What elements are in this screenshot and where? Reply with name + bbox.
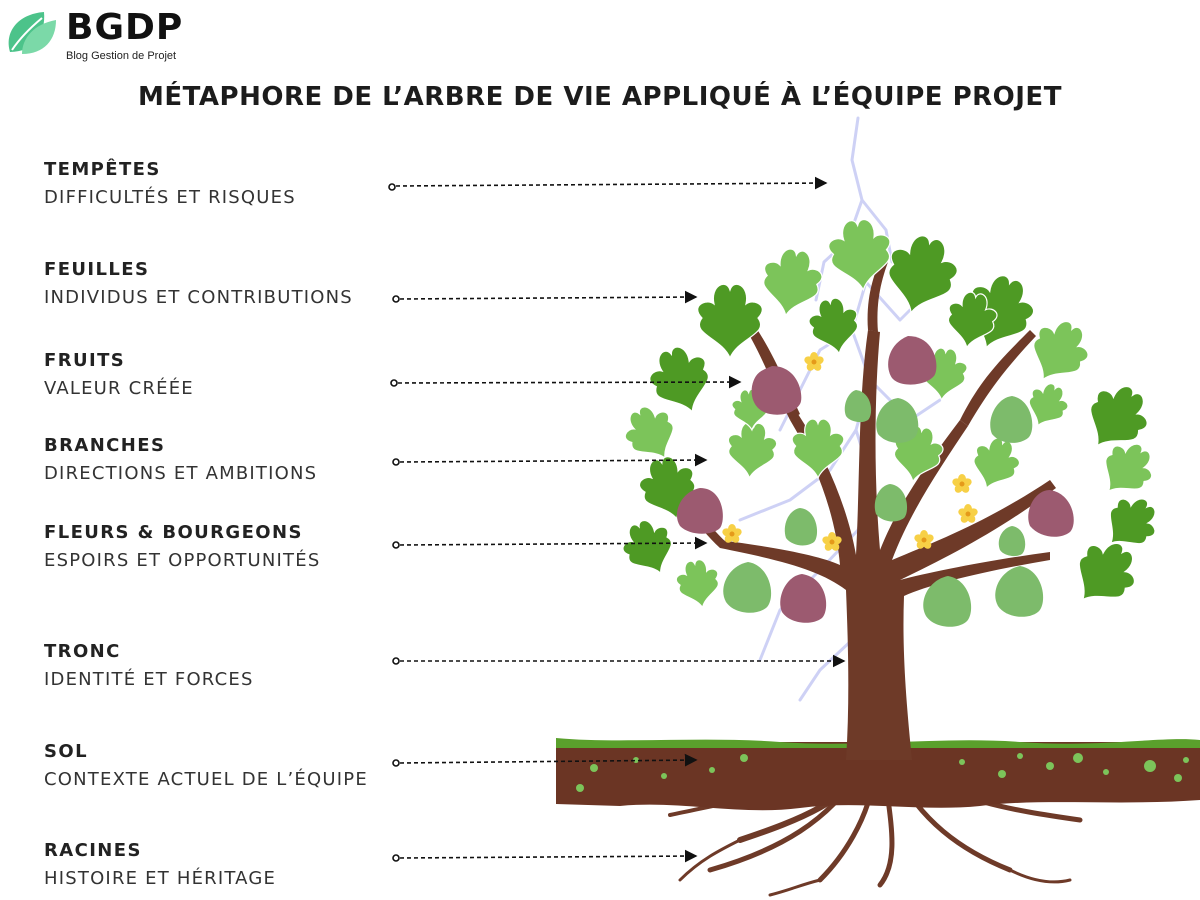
fig-leaf	[888, 235, 958, 315]
label-desc: CONTEXTE ACTUEL DE L’ÉQUIPE	[44, 769, 368, 790]
arrow-origin-dot	[392, 295, 400, 303]
label-name: FEUILLES	[44, 259, 150, 280]
label-name: RACINES	[44, 840, 142, 861]
fig-purple	[751, 366, 802, 415]
fig-leaf	[948, 291, 998, 350]
fig-leaf	[828, 218, 891, 292]
flower-bud	[914, 530, 934, 549]
fig-leaf	[808, 297, 858, 356]
fig-leaf	[1105, 443, 1153, 493]
tree-fruits	[676, 336, 1074, 627]
soil-dots	[576, 753, 1189, 792]
fig-purple	[780, 574, 827, 623]
fig-leaf	[697, 283, 763, 360]
flower-bud	[952, 474, 972, 493]
brand-tagline: Blog Gestion de Projet	[66, 50, 177, 62]
arrow-racines	[399, 849, 698, 863]
fig-green	[998, 526, 1026, 557]
label-desc: DIFFICULTÉS ET RISQUES	[44, 187, 296, 208]
arrow-fruits	[397, 375, 742, 389]
label-racines: RACINES HISTOIRE ET HÉRITAGE	[44, 837, 404, 893]
fig-green	[923, 576, 972, 627]
fig-leaf	[675, 559, 719, 610]
flower-bud	[722, 524, 742, 543]
arrow-branches	[399, 453, 708, 467]
fig-green	[874, 484, 908, 522]
fig-purple	[1028, 490, 1074, 537]
leaf-logo-icon	[8, 12, 56, 54]
arrow-fleurs	[399, 536, 708, 550]
pointer-arrows	[388, 176, 846, 863]
fig-leaf	[1033, 320, 1089, 381]
arrow-origin-dot	[392, 541, 400, 549]
fig-green	[876, 398, 919, 443]
label-sol: SOL CONTEXTE ACTUEL DE L’ÉQUIPE	[44, 738, 404, 794]
label-name: TEMPÊTES	[44, 159, 161, 180]
flower-bud	[804, 352, 824, 371]
fig-purple	[676, 488, 723, 534]
label-desc: HISTOIRE ET HÉRITAGE	[44, 868, 277, 889]
label-fleurs-bourgeons: FLEURS & BOURGEONS ESPOIRS ET OPPORTUNIT…	[44, 519, 404, 575]
label-name: BRANCHES	[44, 435, 166, 456]
arrow-origin-dot	[388, 183, 396, 191]
fig-leaf	[649, 346, 709, 414]
arrow-tempetes	[395, 176, 828, 190]
label-branches: BRANCHES DIRECTIONS ET AMBITIONS	[44, 432, 404, 488]
fig-leaf	[1028, 383, 1069, 428]
fig-leaf	[624, 406, 674, 460]
fig-green	[723, 562, 772, 613]
label-desc: INDIVIDUS ET CONTRIBUTIONS	[44, 287, 353, 308]
fig-leaf	[622, 519, 673, 575]
fig-purple	[888, 336, 937, 385]
soil-strip	[556, 742, 1200, 811]
brand-logo: BGDP Blog Gestion de Projet	[4, 6, 204, 62]
arrow-origin-dot	[392, 759, 400, 767]
fig-green	[784, 508, 818, 546]
label-desc: DIRECTIONS ET AMBITIONS	[44, 463, 318, 484]
label-desc: IDENTITÉ ET FORCES	[44, 669, 254, 690]
label-tempetes: TEMPÊTES DIFFICULTÉS ET RISQUES	[44, 156, 404, 212]
arrow-origin-dot	[392, 657, 400, 665]
arrow-origin-dot	[392, 458, 400, 466]
label-feuilles: FEUILLES INDIVIDUS ET CONTRIBUTIONS	[44, 256, 404, 312]
label-tronc: TRONC IDENTITÉ ET FORCES	[44, 638, 404, 694]
label-name: SOL	[44, 741, 88, 762]
fig-leaf	[1090, 385, 1148, 447]
arrow-sol	[399, 753, 698, 767]
page-title: MÉTAPHORE DE L’ARBRE DE VIE APPLIQUÉ À L…	[138, 82, 1062, 112]
tree-leaves	[622, 218, 1156, 610]
fig-green	[990, 396, 1033, 443]
fig-leaf	[1078, 542, 1135, 601]
flower-bud	[822, 532, 842, 551]
brand-name: BGDP	[66, 7, 184, 48]
label-name: FLEURS & BOURGEONS	[44, 522, 303, 543]
tree-flowers	[722, 352, 978, 551]
fig-leaf	[1109, 498, 1156, 545]
fig-green	[995, 566, 1044, 617]
arrow-origin-dot	[390, 379, 398, 387]
label-fruits: FRUITS VALEUR CRÉÉE	[44, 347, 404, 403]
fig-leaf	[763, 248, 823, 318]
fig-leaf	[791, 418, 845, 480]
arrow-origin-dot	[392, 854, 400, 862]
fig-green	[844, 390, 872, 423]
label-name: FRUITS	[44, 350, 126, 371]
label-desc: VALEUR CRÉÉE	[44, 378, 194, 399]
flower-bud	[958, 504, 978, 523]
label-desc: ESPOIRS ET OPPORTUNITÉS	[44, 550, 321, 571]
fig-leaf	[973, 437, 1021, 490]
arrow-feuilles	[399, 290, 698, 304]
label-name: TRONC	[44, 641, 121, 662]
